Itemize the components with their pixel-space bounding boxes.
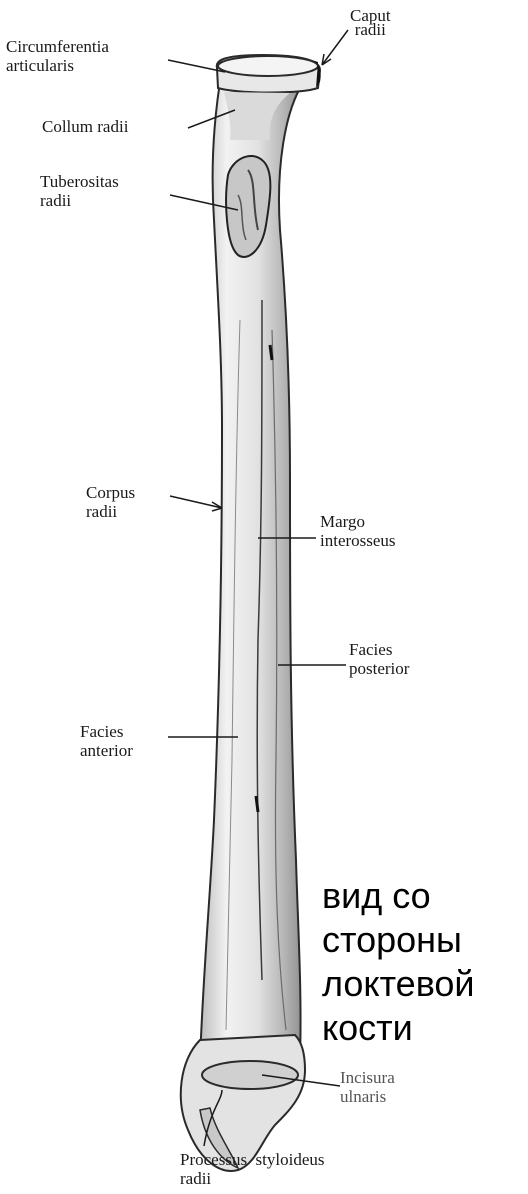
label-incisura-line2: ulnaris	[340, 1087, 395, 1106]
label-corpus-line2: radii	[86, 502, 135, 521]
label-circumferentia-line2: articularis	[6, 56, 109, 75]
label-facies-anterior: Facies anterior	[80, 722, 133, 760]
view-note-line3: локтевой	[322, 962, 475, 1006]
incisura-ulnaris-surface	[202, 1061, 298, 1089]
label-corpus-radii: Corpus radii	[86, 483, 135, 521]
leader-caput	[322, 30, 348, 65]
view-note: вид со стороны локтевой кости	[322, 874, 475, 1050]
label-collum-line1: Collum radii	[42, 117, 128, 136]
label-processus-line2: radii	[180, 1169, 325, 1188]
label-facies-anterior-line2: anterior	[80, 741, 133, 760]
label-circumferentia-articularis: Circumferentia articularis	[6, 37, 109, 75]
label-caput-line2: radii	[350, 20, 391, 39]
label-tuberositas-line1: Tuberositas	[40, 172, 119, 191]
leader-corpus	[170, 496, 222, 508]
label-facies-anterior-line1: Facies	[80, 722, 133, 741]
label-caput-radii: Caput radii	[350, 6, 391, 39]
label-margo-line1: Margo	[320, 512, 396, 531]
label-processus-styloideus: Processus styloideus radii	[180, 1150, 325, 1188]
label-facies-posterior: Facies posterior	[349, 640, 409, 678]
label-margo-line2: interosseus	[320, 531, 396, 550]
label-margo-interosseus: Margo interosseus	[320, 512, 396, 550]
view-note-line2: стороны	[322, 918, 475, 962]
label-circumferentia-line1: Circumferentia	[6, 37, 109, 56]
label-collum-radii: Collum radii	[42, 117, 128, 136]
label-facies-posterior-line2: posterior	[349, 659, 409, 678]
view-note-line4: кости	[322, 1006, 475, 1050]
label-corpus-line1: Corpus	[86, 483, 135, 502]
label-incisura-line1: Incisura	[340, 1068, 395, 1087]
label-incisura-ulnaris: Incisura ulnaris	[340, 1068, 395, 1106]
radius-head-top	[218, 56, 318, 76]
label-facies-posterior-line1: Facies	[349, 640, 409, 659]
label-processus-line1: Processus styloideus	[180, 1150, 325, 1169]
view-note-line1: вид со	[322, 874, 475, 918]
label-tuberositas-radii: Tuberositas radii	[40, 172, 119, 210]
label-tuberositas-line2: radii	[40, 191, 119, 210]
